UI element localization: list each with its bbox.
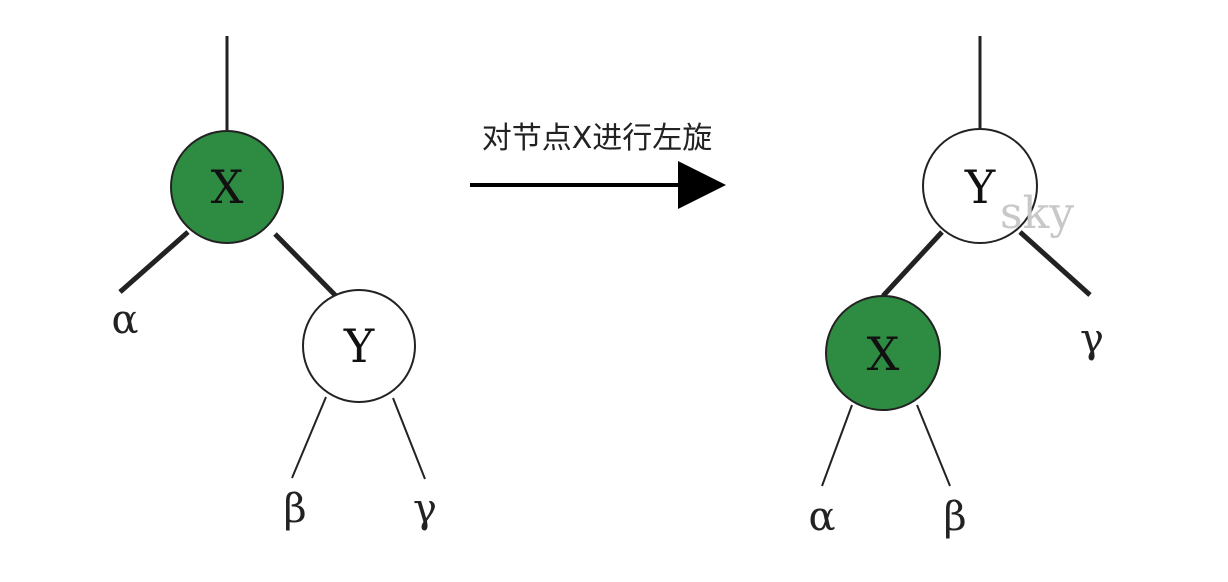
after-node-y-label: Y xyxy=(964,160,996,214)
after-edge-x-alpha xyxy=(821,404,853,487)
before-leaf-beta: β xyxy=(283,486,306,532)
before-leaf-gamma: γ xyxy=(413,486,437,532)
before-node-y-circle xyxy=(302,289,416,403)
after-node-y-circle xyxy=(922,128,1038,244)
before-node-x-label: X xyxy=(211,160,244,214)
after-edge-y-x xyxy=(881,230,944,298)
after-leaf-alpha: α xyxy=(808,494,835,540)
rotation-caption: 对节点X进行左旋 xyxy=(482,121,713,156)
after-edge-y-gamma xyxy=(1018,230,1092,297)
transition-arrow-group: 对节点X进行左旋 xyxy=(470,121,726,209)
before-edge-y-gamma xyxy=(392,397,426,480)
before-leaf-alpha: α xyxy=(111,297,138,343)
after-leaf-gamma: γ xyxy=(1080,316,1104,362)
after-leaf-beta: β xyxy=(943,494,966,540)
before-node-y-label: Y xyxy=(343,319,375,373)
before-edge-x-alpha xyxy=(118,230,190,294)
before-edge-y-beta xyxy=(291,396,327,479)
before-tree: X Y α β γ xyxy=(111,36,437,532)
before-node-x-circle xyxy=(170,130,284,244)
after-node-x-circle xyxy=(825,295,941,411)
watermark-text: sky xyxy=(1000,188,1074,239)
after-tree: Y sky X γ α β xyxy=(808,36,1104,540)
before-edge-x-y xyxy=(273,232,338,298)
after-edge-x-beta xyxy=(916,404,951,487)
after-node-x-label: X xyxy=(867,327,900,381)
